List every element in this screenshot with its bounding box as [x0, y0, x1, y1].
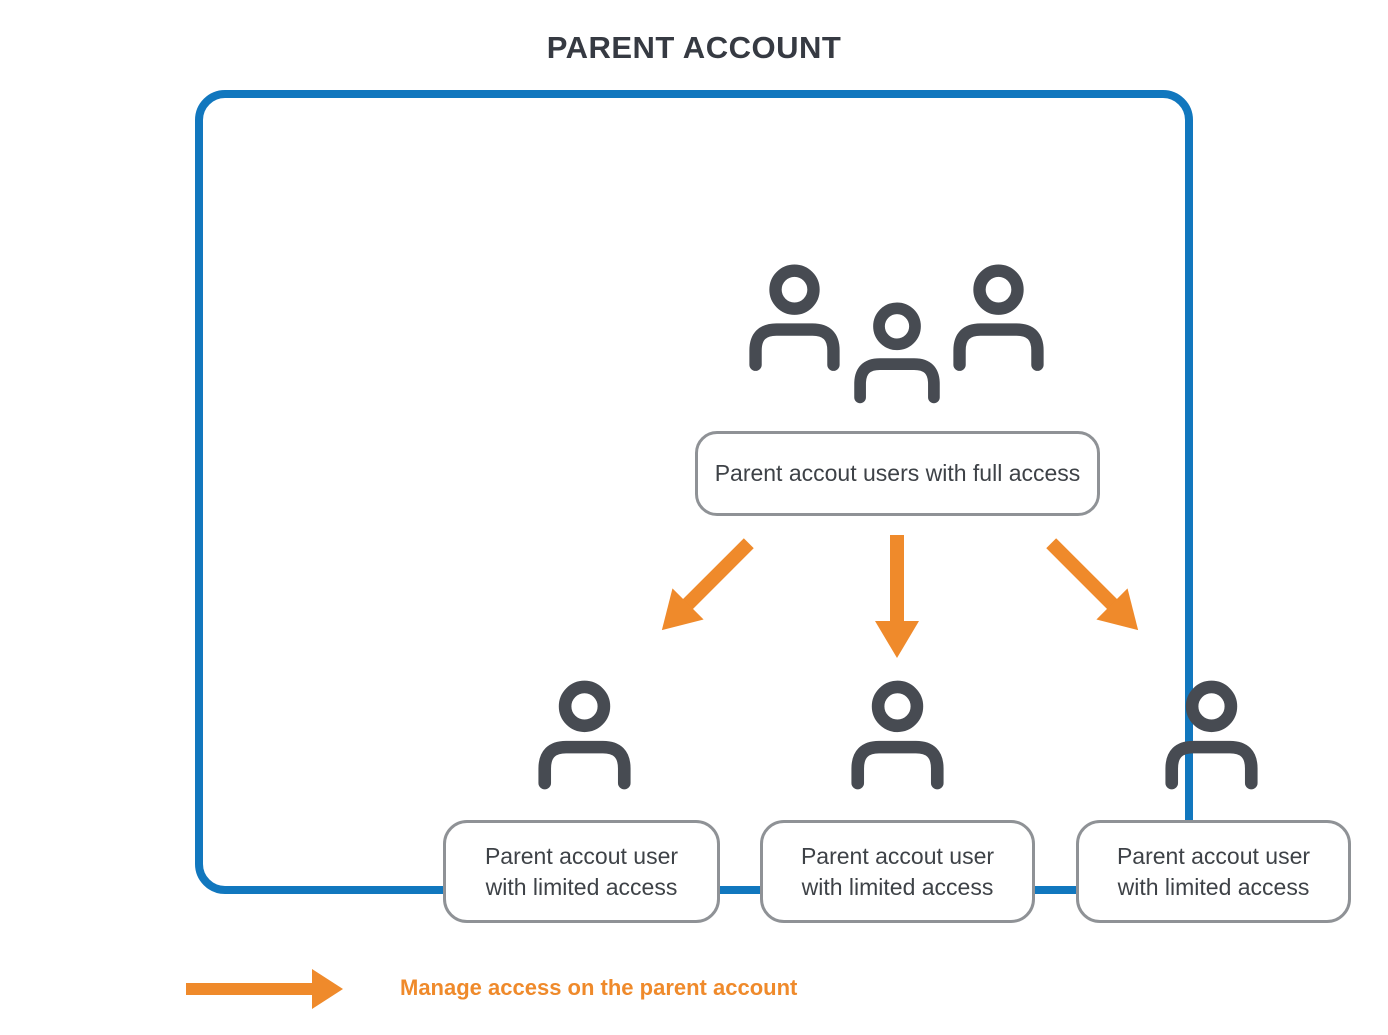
limited-access-box: Parent accout user with limited access	[760, 820, 1035, 923]
users-group-icon	[747, 261, 1047, 413]
limited-access-box: Parent accout user with limited access	[1076, 820, 1351, 923]
full-access-box: Parent accout users with full access	[695, 431, 1100, 516]
parent-account-container: Parent accout users with full access	[195, 90, 1351, 923]
arrow-right-icon	[186, 969, 343, 1009]
page-title: PARENT ACCOUNT	[546, 30, 842, 65]
user-icon	[538, 680, 631, 790]
limited-access-label: Parent accout user with limited access	[484, 842, 679, 900]
full-access-label: Parent accout users with full access	[714, 460, 1081, 486]
arrow-down-left-icon	[661, 538, 754, 631]
arrow-down-right-icon	[1046, 538, 1139, 631]
limited-access-label: Parent accout user with limited access	[800, 842, 995, 900]
limited-access-box: Parent accout user with limited access	[443, 820, 720, 923]
arrow-down-icon	[875, 535, 919, 658]
legend: Manage access on the parent account	[0, 965, 1388, 1015]
legend-label: Manage access on the parent account	[400, 975, 798, 1000]
limited-access-label: Parent accout user with limited access	[1116, 842, 1311, 900]
user-icon	[851, 680, 944, 790]
user-icon	[1165, 680, 1258, 790]
